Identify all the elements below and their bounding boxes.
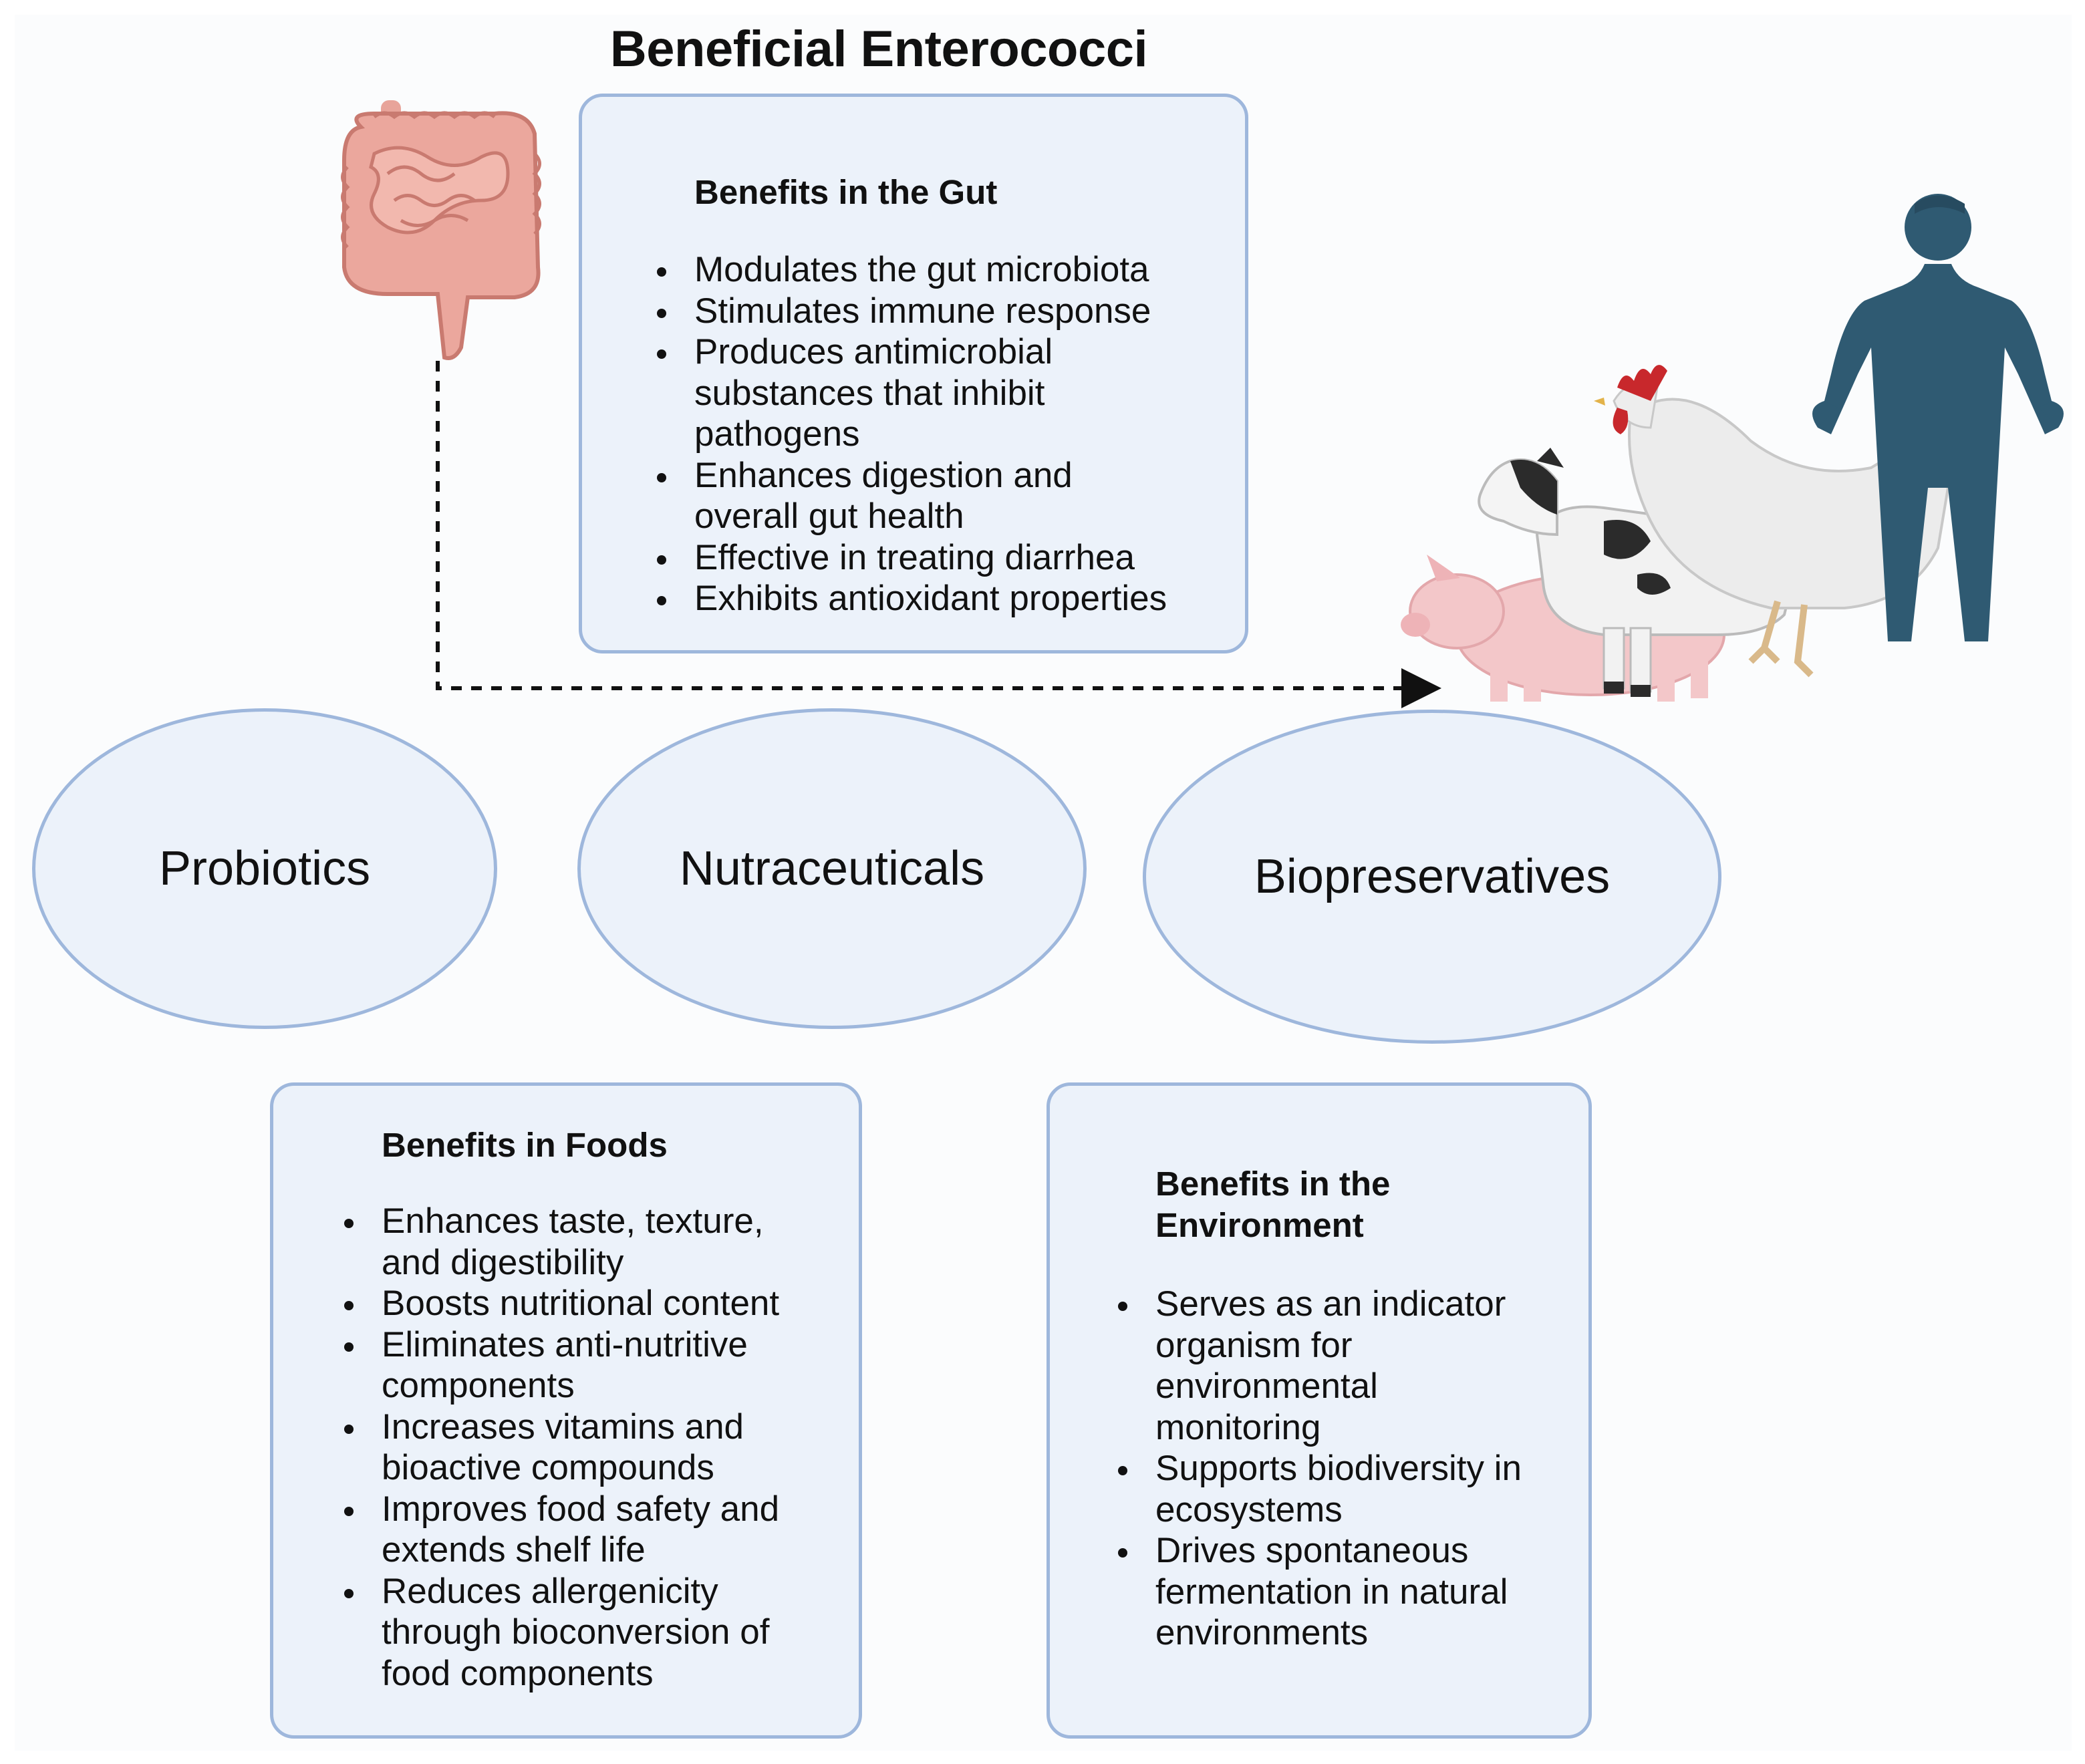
list-item: Exhibits antioxidant properties bbox=[657, 578, 1229, 619]
gut-benefits-list: Modulates the gut microbiota Stimulates … bbox=[657, 249, 1229, 619]
probiotics-oval: Probiotics bbox=[32, 708, 497, 1029]
environment-benefits-panel: Benefits in the Environment Serves as an… bbox=[1047, 1082, 1592, 1739]
intestine-icon bbox=[341, 100, 541, 360]
list-item: Enhances digestion and overall gut healt… bbox=[657, 455, 1095, 537]
gut-benefits-heading: Benefits in the Gut bbox=[694, 173, 998, 211]
gut-benefits-panel: Benefits in the Gut Modulates the gut mi… bbox=[579, 94, 1248, 653]
rooster-icon bbox=[1594, 365, 1955, 678]
list-item: Improves food safety and extends shelf l… bbox=[344, 1489, 809, 1571]
list-item: Eliminates anti-nutritive components bbox=[344, 1324, 783, 1407]
list-item: Effective in treating diarrhea bbox=[657, 537, 1229, 579]
diagram-title: Beneficial Enterococci bbox=[609, 21, 1148, 78]
foods-benefits-heading: Benefits in Foods bbox=[382, 1126, 668, 1164]
foods-benefits-panel: Benefits in Foods Enhances taste, textur… bbox=[270, 1082, 862, 1739]
list-item: Enhances taste, texture, and digestibili… bbox=[344, 1201, 789, 1283]
list-item: Stimulates immune response bbox=[657, 291, 1229, 332]
biopreservatives-oval: Biopreservatives bbox=[1143, 710, 1721, 1044]
list-item: Produces antimicrobial substances that i… bbox=[657, 331, 1095, 455]
list-item: Modulates the gut microbiota bbox=[657, 249, 1229, 291]
list-item: Increases vitamins and bioactive compoun… bbox=[344, 1407, 783, 1489]
gut-to-hosts-connector bbox=[436, 361, 1441, 708]
environment-benefits-list: Serves as an indicator organism for envi… bbox=[1118, 1284, 1563, 1654]
human-figure-icon bbox=[1812, 194, 2064, 641]
list-item: Supports biodiversity in ecosystems bbox=[1118, 1448, 1530, 1530]
list-item: Serves as an indicator organism for envi… bbox=[1118, 1284, 1550, 1448]
foods-benefits-list: Enhances taste, texture, and digestibili… bbox=[344, 1201, 836, 1695]
list-item: Boosts nutritional content bbox=[344, 1283, 836, 1324]
list-item: Reduces allergenicity through bioconvers… bbox=[344, 1571, 816, 1695]
nutraceuticals-oval: Nutraceuticals bbox=[577, 708, 1087, 1029]
environment-benefits-heading: Benefits in the Environment bbox=[1155, 1165, 1391, 1244]
list-item: Drives spontaneous fermentation in natur… bbox=[1118, 1530, 1556, 1654]
